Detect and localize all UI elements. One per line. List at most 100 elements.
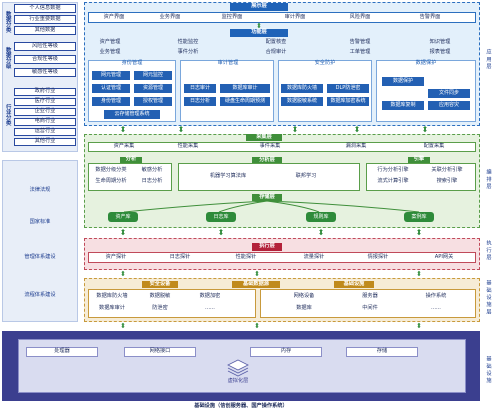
- db-asset: 资产库: [108, 212, 138, 222]
- right-label-application: 应用层: [485, 49, 492, 71]
- exec-item: 情报探针: [367, 253, 389, 260]
- chip-db-firewall: 数据库防火墙: [281, 84, 323, 93]
- left-item: 运营行业: [14, 128, 76, 136]
- group-title: 身份管理: [121, 60, 143, 67]
- safety-box: [88, 289, 256, 318]
- virtualization-label: 虚拟化层: [227, 378, 249, 385]
- virtualization-layers-icon: [227, 359, 249, 377]
- db-rule: 规则库: [306, 212, 336, 222]
- arrow-up-down-icon: ⬍: [256, 21, 262, 30]
- left-item: 企业行业: [14, 108, 76, 116]
- base-source-title: 基础数据源: [232, 281, 280, 288]
- arrow-up-down-icon: ⬍: [415, 228, 423, 237]
- arrow-up-down-icon: ⬍: [177, 125, 185, 134]
- collect-layer-title: 采集层: [246, 134, 282, 141]
- function-item: 工单管理: [349, 48, 371, 55]
- arrow-up-down-icon: ⬍: [291, 125, 299, 134]
- function-item: 报表管理: [429, 48, 451, 55]
- exec-item: 流量探针: [303, 253, 325, 260]
- left-item: 行业重要数据: [14, 15, 76, 24]
- chip-dlp: DLP防泄密: [327, 84, 369, 93]
- left-item: 医疗行业: [14, 98, 76, 106]
- exec-item: API网关: [434, 253, 454, 260]
- base-ellipsis: ......: [431, 305, 441, 312]
- display-layer-title: 展示层: [230, 3, 288, 11]
- arrow-up-down-icon: ⬍: [217, 228, 225, 237]
- infra-cell: 内存: [250, 347, 322, 357]
- function-item: 合规审计: [265, 48, 287, 55]
- left-item: 其他行业: [14, 138, 76, 146]
- analysis-left-title: 分析: [120, 157, 142, 163]
- chip-ne-manage: 网元管理: [92, 71, 130, 80]
- safety-item: 防泄密: [152, 305, 168, 312]
- arrow-up-down-icon: ⬍: [119, 125, 127, 134]
- function-layer-title: 功能层: [230, 29, 288, 37]
- section-management-system: 管理体系建设: [24, 254, 56, 261]
- base-box: [260, 289, 476, 318]
- right-label-infra-layer: 基础设施层: [485, 280, 492, 316]
- display-item: 审计界面: [284, 13, 306, 20]
- engine-item: 行为分析引擎: [377, 167, 409, 174]
- chip-db-audit: 数据库审计: [220, 84, 270, 93]
- analysis-left-box: [88, 163, 172, 191]
- arrow-up-down-icon: ⬍: [254, 322, 260, 330]
- exec-layer-row: [88, 252, 476, 263]
- arrow-up-down-icon: ⬍: [120, 269, 126, 278]
- analysis-item: 数据分级分类: [95, 167, 127, 174]
- arrow-up-down-icon: ⬍: [421, 125, 429, 134]
- function-item: 性能监控: [177, 38, 199, 45]
- analysis-item: 敏感分析: [141, 167, 163, 174]
- engine-item: 关联分析引擎: [431, 167, 463, 174]
- left-item: 电商行业: [14, 118, 76, 126]
- arrow-up-down-icon: ⬍: [119, 228, 127, 237]
- arrow-up-down-icon: ⬍: [254, 269, 260, 278]
- safety-item: 数据脱敏: [149, 293, 171, 300]
- function-item: 业务管理: [99, 48, 121, 55]
- exec-item: 性能探针: [235, 253, 257, 260]
- chip-authz: 授权管理: [134, 97, 172, 106]
- chip-file-sync: 文件同步: [428, 89, 470, 98]
- chip-db-encrypt: 数据库加密系统: [327, 97, 369, 106]
- db-case: 案例库: [404, 212, 434, 222]
- db-log: 日志库: [206, 212, 236, 222]
- safety-item: 数据库审计: [99, 305, 125, 312]
- collect-item: 配置采集: [423, 143, 445, 150]
- arrow-up-down-icon: ⬍: [353, 125, 361, 134]
- group-label-industry: 行业分类: [4, 104, 11, 126]
- left-governance-panel: [2, 160, 78, 322]
- right-label-orchestration: 编排层: [485, 169, 492, 191]
- right-label-infra: 基础设施: [485, 355, 492, 385]
- base-infra-title: 基础设施: [334, 281, 374, 288]
- function-item: 事件分析: [177, 48, 199, 55]
- group-title: 审计管理: [217, 60, 239, 67]
- section-national-standards: 国家标准: [29, 219, 51, 226]
- left-item: 个人信息数据: [14, 4, 76, 13]
- display-item: 告警界面: [419, 13, 441, 20]
- arrow-up-down-icon: ⬍: [416, 322, 422, 330]
- analysis-mid-item: 机器学习算法库: [209, 173, 247, 180]
- collect-layer-row: [88, 142, 476, 152]
- left-item: 敏感性等级: [14, 68, 76, 77]
- arrow-up-down-icon: ⬍: [317, 228, 325, 237]
- group-title: 数据保护: [415, 60, 437, 67]
- chip-disk-lifecycle: 硬盘生命周期预测: [220, 97, 270, 106]
- left-item: 其他数据: [14, 26, 76, 35]
- chip-log-analysis: 日志分析: [184, 97, 216, 106]
- display-item: 监控界面: [221, 13, 243, 20]
- exec-item: 资产探针: [105, 253, 127, 260]
- analysis-layer-title: 分析层: [252, 157, 282, 164]
- base-item: 中间件: [362, 305, 378, 312]
- arrow-up-down-icon: ⬍: [416, 269, 422, 278]
- function-item: 资产管理: [99, 38, 121, 45]
- chip-db-replicate: 数据库复制: [382, 101, 424, 110]
- section-laws: 法律法规: [29, 187, 51, 194]
- analysis-mid-box: [178, 163, 360, 191]
- base-item: 网络设备: [293, 293, 315, 300]
- infra-cell: 网络接口: [124, 347, 196, 357]
- display-layer-row: [88, 12, 476, 23]
- collect-item: 资产采集: [113, 143, 135, 150]
- base-item: 数据库: [296, 305, 312, 312]
- chip-app-dr: 应用容灾: [428, 101, 470, 110]
- collect-item: 漏洞采集: [345, 143, 367, 150]
- infra-cell: 处理器: [26, 347, 98, 357]
